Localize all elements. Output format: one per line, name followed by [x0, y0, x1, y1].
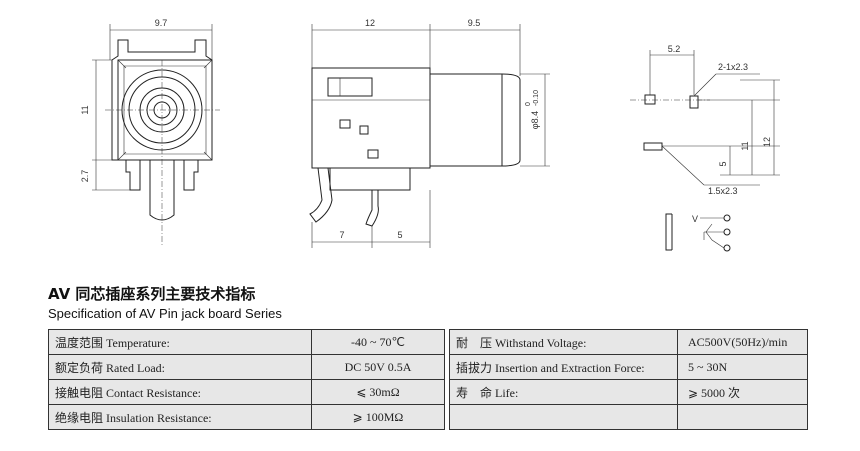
side-view: 12 9.5 φ8.4 0 -0.10 7 5 [309, 18, 550, 248]
side-tol-lower: -0.10 [533, 90, 540, 106]
pcb-h2-dim: 11 [740, 141, 750, 150]
spec-label: 绝缘电阻 Insulation Resistance: [48, 404, 312, 430]
pcb-layout: 5.2 2-1x2.3 1.5x2.3 5 11 12 [630, 44, 780, 196]
side-diameter-dim: φ8.4 [530, 111, 540, 129]
front-width-dim: 9.7 [155, 18, 168, 28]
spec-label: 温度范围 Temperature: [48, 329, 312, 355]
side-body-dim: 12 [365, 18, 375, 28]
spec-value: ⩽ 30mΩ [311, 379, 445, 405]
table-row: 温度范围 Temperature: -40 ~ 70℃ 耐 压 Withstan… [48, 329, 808, 355]
table-row: 接触电阻 Contact Resistance: ⩽ 30mΩ 寿 命 Life… [48, 379, 808, 405]
spec-value: 5 ~ 30N [677, 354, 808, 380]
spec-value: DC 50V 0.5A [311, 354, 445, 380]
spec-label: 额定负荷 Rated Load: [48, 354, 312, 380]
front-height-dim: 11 [80, 105, 90, 114]
pcb-slot-top-label: 2-1x2.3 [718, 62, 748, 72]
table-row: 额定负荷 Rated Load: DC 50V 0.5A 插拔力 Inserti… [48, 354, 808, 380]
pcb-spacing-dim: 5.2 [668, 44, 681, 54]
spec-table: 温度范围 Temperature: -40 ~ 70℃ 耐 压 Withstan… [48, 329, 808, 430]
front-view: 9.7 11 2.7 [80, 18, 220, 245]
table-row: 绝缘电阻 Insulation Resistance: ⩾ 100MΩ [48, 404, 808, 430]
spec-value [677, 404, 808, 430]
spec-label: 寿 命 Life: [449, 379, 678, 405]
schematic-symbol: V [665, 213, 731, 252]
spec-value: ⩾ 100MΩ [311, 404, 445, 430]
pcb-slot-bottom-label: 1.5x2.3 [708, 186, 738, 196]
side-pin-b-dim: 5 [397, 230, 402, 240]
pcb-h3-dim: 12 [762, 137, 772, 147]
side-barrel-dim: 9.5 [468, 18, 481, 28]
schematic-label: V [692, 214, 698, 224]
spec-value: ⩾ 5000 次 [677, 379, 808, 405]
front-pin-dim: 2.7 [80, 170, 90, 183]
spec-title-en: Specification of AV Pin jack board Serie… [48, 306, 282, 321]
spec-label: 接触电阻 Contact Resistance: [48, 379, 312, 405]
side-pin-a-dim: 7 [339, 230, 344, 240]
spec-label: 耐 压 Withstand Voltage: [449, 329, 678, 355]
spec-title-cn: AV 同芯插座系列主要技术指标 [48, 285, 256, 303]
pcb-h1-dim: 5 [718, 161, 728, 166]
spec-label: 插拔力 Insertion and Extraction Force: [449, 354, 678, 380]
technical-drawings: 9.7 11 2.7 12 9.5 [80, 18, 780, 252]
side-tol-upper: 0 [525, 102, 532, 106]
spec-label [449, 404, 678, 430]
spec-value: AC500V(50Hz)/min [677, 329, 808, 355]
spec-value: -40 ~ 70℃ [311, 329, 445, 355]
